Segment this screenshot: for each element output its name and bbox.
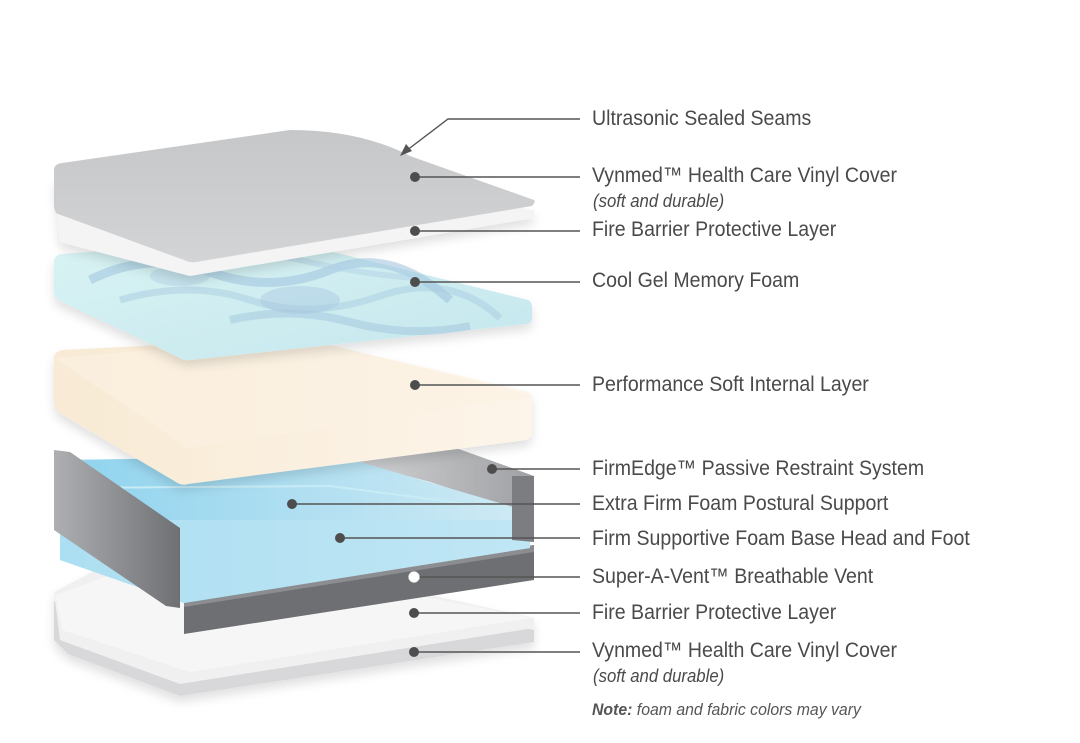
label-vent: Super-A-Vent™ Breathable Vent [592, 565, 874, 588]
label-top-fire-barrier: Fire Barrier Protective Layer [592, 218, 837, 241]
sublabel-top-cover: (soft and durable) [593, 191, 725, 211]
callout-dot-top-cover [410, 172, 420, 182]
label-foam-base: Firm Supportive Foam Base Head and Foot [592, 527, 970, 550]
leader-line-seams [401, 118, 580, 155]
callout-dot-soft-layer [410, 380, 420, 390]
footnote-text: foam and fabric colors may vary [632, 700, 861, 719]
callout-dot-gel-foam [410, 277, 420, 287]
label-extra-firm: Extra Firm Foam Postural Support [592, 492, 889, 515]
label-bottom-cover: Vynmed™ Health Care Vinyl Cover [592, 639, 898, 662]
arrowhead-seams [400, 144, 412, 156]
callout-dot-vent [408, 571, 420, 583]
callout-dot-bottom-fire-barrier [409, 608, 419, 618]
callout-leaders [287, 118, 580, 657]
footnote: Note: foam and fabric colors may vary [592, 700, 861, 720]
callout-dot-foam-base [335, 533, 345, 543]
layer-firmedge-front [54, 450, 534, 608]
footnote-prefix: Note: [592, 700, 633, 719]
label-gel-foam: Cool Gel Memory Foam [592, 269, 800, 292]
label-top-cover: Vynmed™ Health Care Vinyl Cover [592, 164, 898, 187]
layer-top-cover [54, 130, 535, 263]
sublabel-bottom-cover: (soft and durable) [593, 666, 725, 686]
label-soft-layer: Performance Soft Internal Layer [592, 373, 869, 396]
label-seams: Ultrasonic Sealed Seams [592, 107, 812, 130]
callout-dot-top-fire-barrier [410, 226, 420, 236]
layer-soft [54, 338, 532, 485]
callout-dot-bottom-cover [409, 647, 419, 657]
label-firmedge: FirmEdge™ Passive Restraint System [592, 457, 925, 480]
label-bottom-fire-barrier: Fire Barrier Protective Layer [592, 601, 837, 624]
callout-dot-firmedge [487, 464, 497, 474]
callout-dot-extra-firm [287, 499, 297, 509]
